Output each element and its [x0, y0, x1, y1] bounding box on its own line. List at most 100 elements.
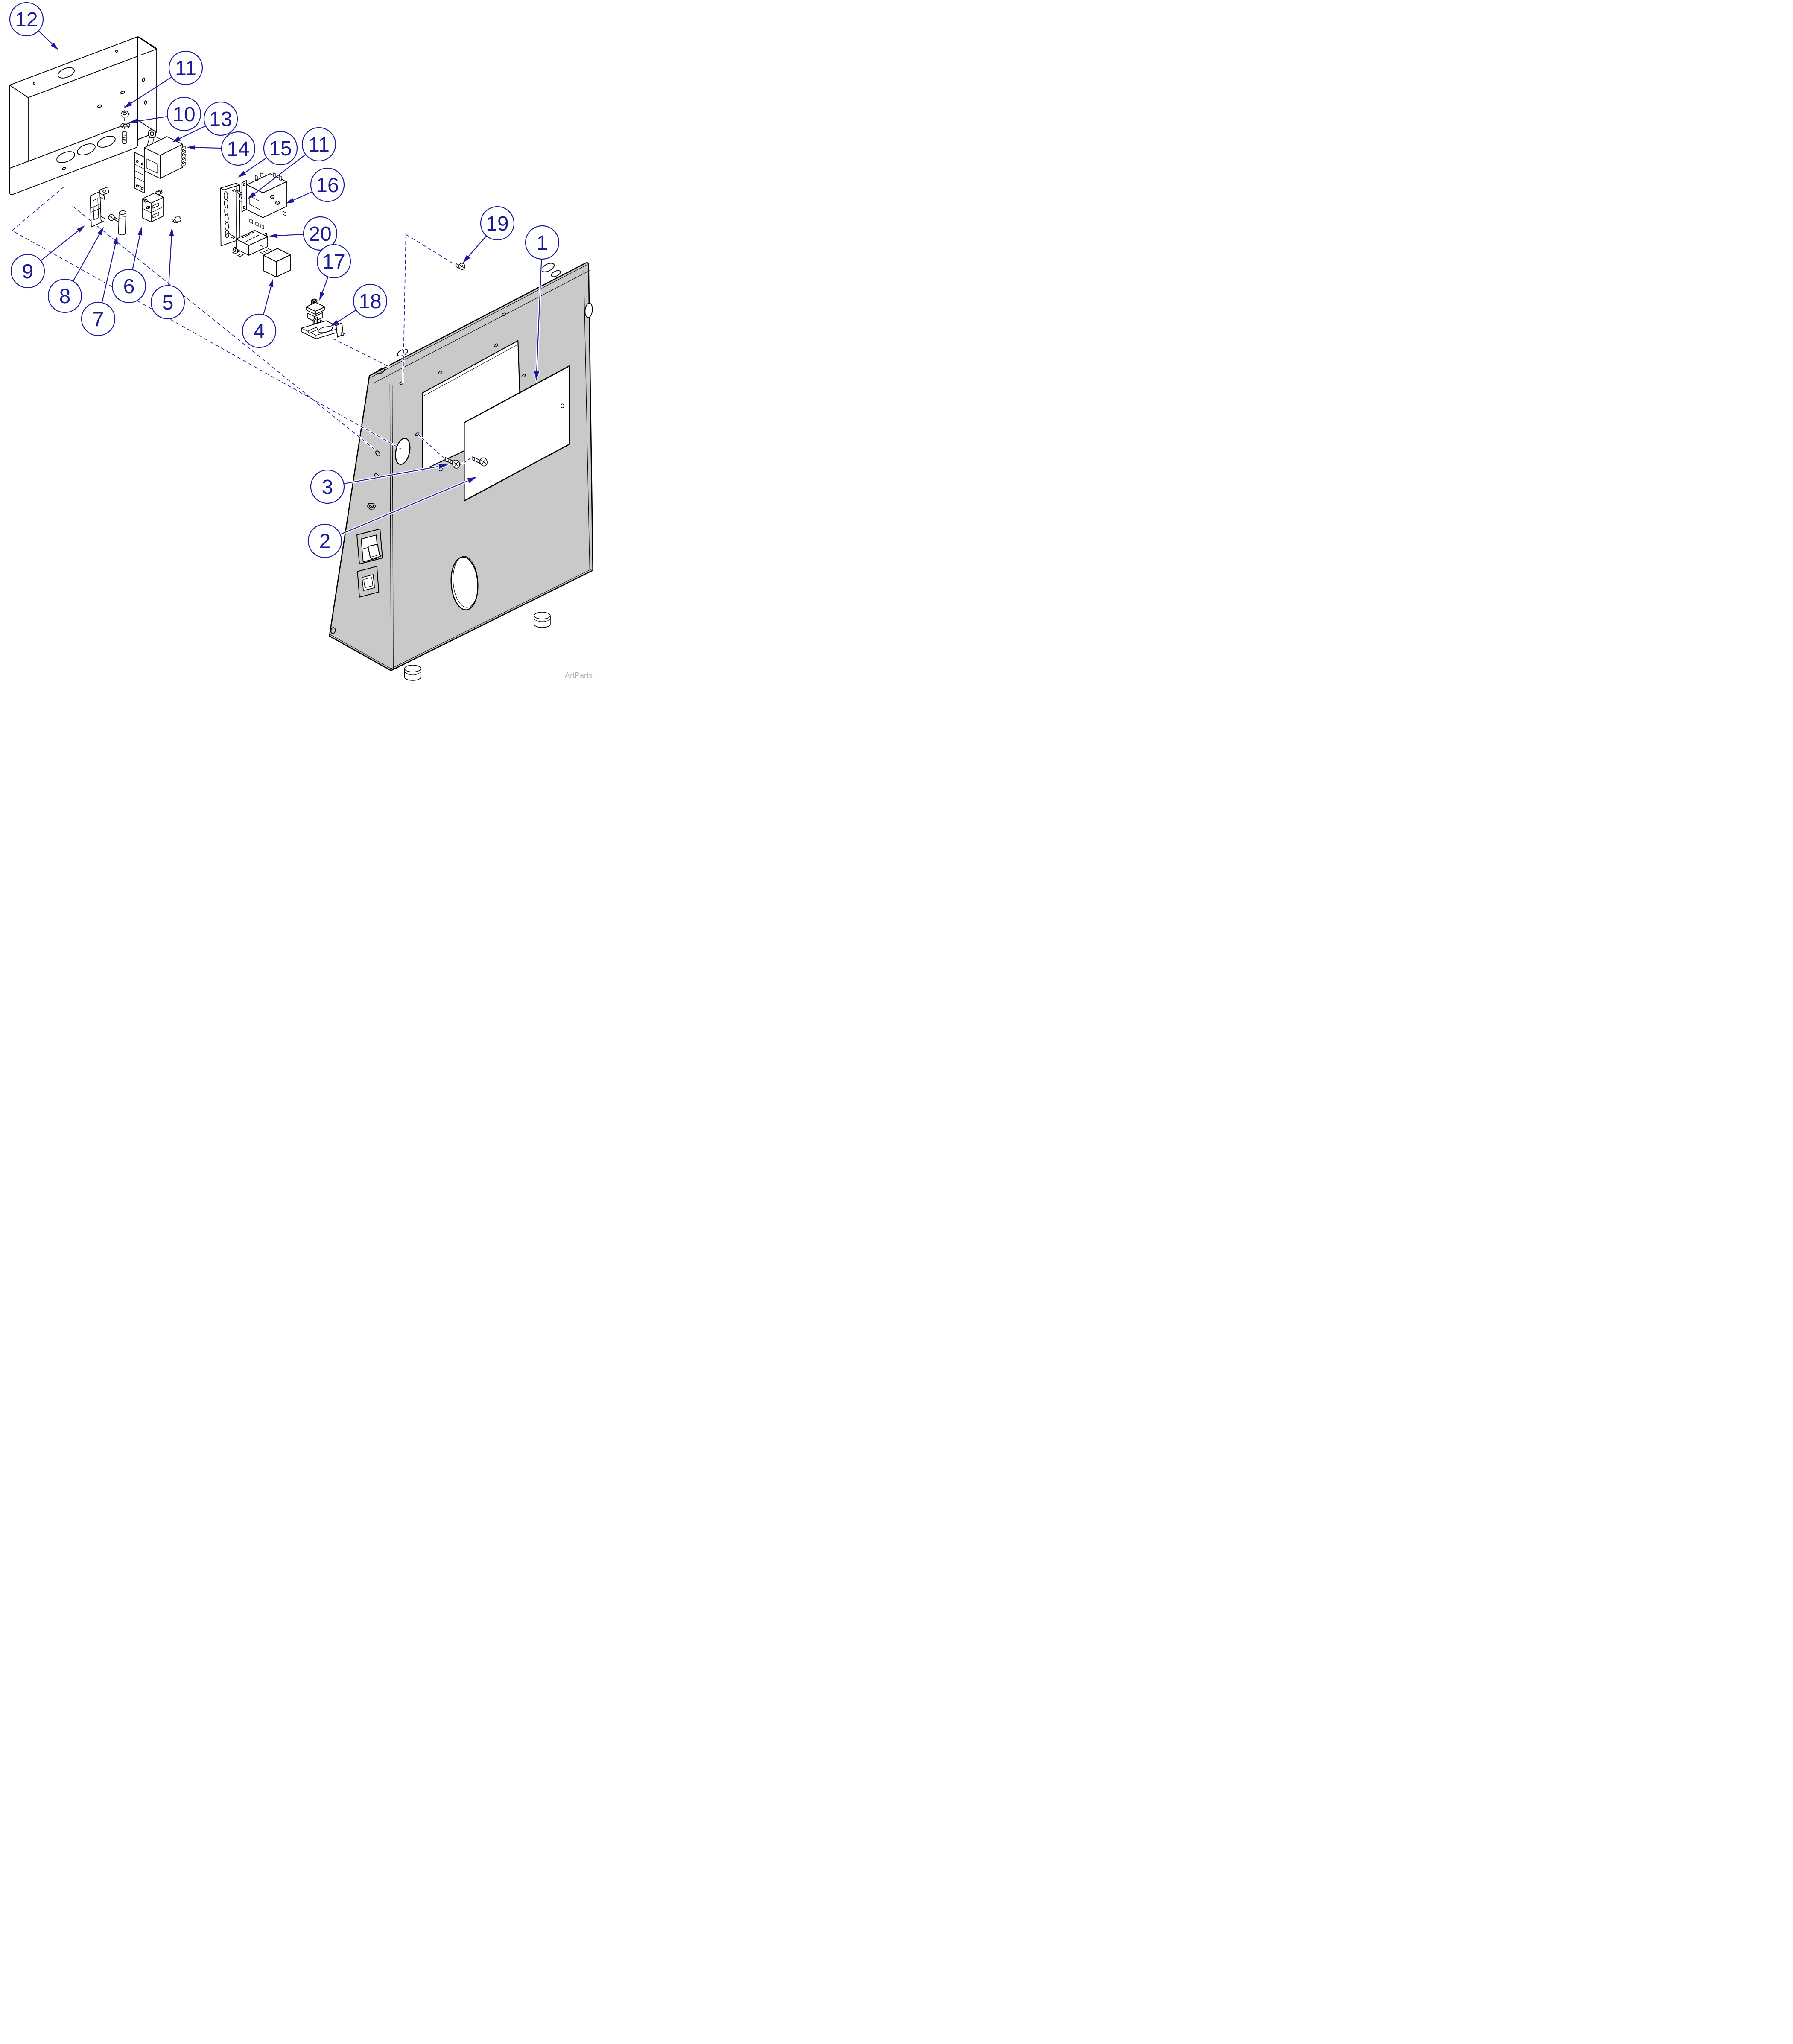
callout-18: 18: [330, 283, 388, 327]
callout-number: 16: [316, 174, 339, 197]
callout-number: 20: [309, 223, 331, 245]
screw-8: [108, 214, 120, 223]
screw-19: [456, 263, 465, 270]
callout-8: 8: [47, 227, 104, 313]
access-cover-plate: [464, 365, 570, 502]
callout-circle: [81, 301, 116, 336]
callout-14: 14: [187, 131, 256, 166]
leader-line: [336, 310, 356, 323]
leader-arrowhead: [187, 145, 196, 150]
foot-right: [534, 612, 551, 628]
callout-11: 11: [124, 50, 203, 108]
leader-arrowhead: [124, 101, 132, 108]
leader-arrowhead: [269, 233, 278, 238]
leader-arrowhead: [128, 119, 137, 124]
leader-line: [136, 116, 168, 122]
callout-circle: [221, 131, 256, 166]
callout-number: 4: [254, 320, 265, 343]
callout-number: 11: [175, 57, 196, 80]
callout-17: 17: [316, 244, 351, 301]
relay-socket: [232, 230, 268, 257]
callout-number: 19: [486, 213, 508, 235]
rail-stud-top: [231, 189, 242, 195]
leader-line: [340, 480, 469, 535]
callout-number: 9: [22, 260, 34, 283]
callout-13: 13: [172, 101, 238, 142]
callout-number: 11: [308, 134, 330, 156]
watermark: ArtParts: [565, 671, 593, 680]
callout-circle: [310, 469, 345, 504]
callout-circle: [480, 206, 515, 241]
leader-line: [263, 286, 272, 315]
callout-number: 10: [172, 103, 195, 126]
relay-pins: [260, 248, 272, 254]
callout-number: 1: [537, 232, 548, 254]
dashed-box-to-panel: [11, 186, 402, 450]
leader-arrowhead: [269, 278, 274, 287]
callout-number: 3: [322, 476, 333, 499]
transformer: [134, 129, 186, 193]
cover-screw-2: [472, 456, 488, 467]
washer-10: [120, 123, 131, 128]
transformer-terminals: [181, 146, 186, 167]
callout-9: 9: [10, 225, 85, 289]
leader-line: [38, 30, 53, 45]
leader-arrowhead: [438, 463, 451, 470]
callout-circle: [263, 131, 298, 166]
cable-hole-lower-right: [450, 556, 479, 610]
rail-stud-bottom: [224, 233, 235, 239]
box-top-hole: [58, 67, 75, 79]
threaded-stud: [122, 131, 127, 144]
leader-line: [73, 233, 101, 282]
dashed-screw19-axis: [403, 234, 456, 383]
callout-20: 20: [269, 216, 338, 251]
callout-1: 1: [525, 225, 560, 384]
callout-15: 15: [238, 131, 298, 178]
leader-line: [536, 259, 542, 372]
box-floor-hole: [97, 136, 116, 148]
cover-plate-hole: [561, 403, 564, 408]
callout-circle: [111, 269, 146, 304]
leader-line: [321, 277, 329, 294]
callout-11: 11: [248, 127, 336, 199]
leader-arrowhead: [50, 42, 58, 50]
box-hardware: [120, 105, 131, 145]
leader-arrowhead: [286, 198, 295, 204]
callout-number: 8: [59, 285, 71, 308]
leader-line: [132, 234, 141, 270]
leader-arrowhead: [172, 136, 181, 142]
cable-hole-left: [395, 438, 411, 465]
callout-circle: [168, 50, 203, 85]
ground-lug: [146, 129, 156, 148]
power-receptacle: [357, 566, 380, 598]
leader-line: [253, 154, 306, 195]
callout-number: 18: [359, 290, 381, 313]
clinch-nut: [367, 503, 376, 510]
callout-number: 12: [15, 9, 38, 31]
callout-number: 14: [227, 138, 249, 161]
socket-pin-slots: [241, 231, 259, 242]
callout-circle: [242, 313, 277, 348]
fuse-7: [118, 210, 126, 236]
callout-6: 6: [111, 227, 146, 304]
din-rail: [220, 183, 242, 246]
cover-screw-axes: [418, 434, 473, 467]
leader-line: [130, 76, 172, 105]
contactor: [241, 172, 287, 230]
relay: [259, 244, 291, 277]
leader-line: [344, 466, 440, 485]
callout-19: 19: [463, 206, 515, 263]
callout-16: 16: [286, 167, 345, 204]
fuse-holder: [90, 187, 109, 228]
leader-line: [40, 230, 79, 261]
callout-5: 5: [150, 228, 185, 320]
callout-circle: [307, 523, 342, 558]
callout-number: 2: [319, 530, 331, 553]
foot-left: [404, 665, 421, 681]
cover-screw-3: [445, 457, 460, 469]
leveling-feet: [404, 612, 551, 681]
leader-line: [168, 235, 172, 286]
box-floor-hole: [56, 151, 75, 163]
